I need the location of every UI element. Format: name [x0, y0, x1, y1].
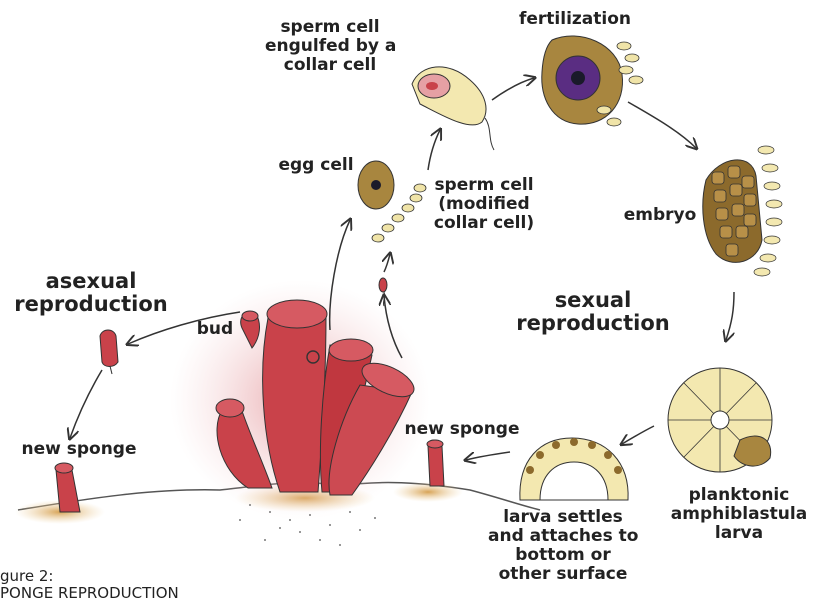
- settled-larva-shape: [520, 438, 628, 500]
- figure-caption: gure 2: PONGE REPRODUCTION: [0, 568, 179, 602]
- label-fertilization: fertilization: [510, 10, 640, 29]
- label-planktonic-larva: planktonic amphiblastula larva: [664, 486, 814, 543]
- label-sperm-engulfed: sperm cell engulfed by a collar cell: [265, 18, 395, 75]
- caption-line-1: gure 2:: [0, 568, 179, 585]
- adult-sponge: [170, 280, 430, 520]
- embryo-shape: [703, 146, 782, 276]
- label-larva-settles: larva settles and attaches to bottom or …: [488, 508, 638, 584]
- label-sexual-reproduction: sexual reproduction: [508, 289, 678, 335]
- single-sperm-cell: [379, 278, 387, 306]
- label-asexual-reproduction: asexual reproduction: [6, 270, 176, 316]
- amphiblastula-larva-shape: [668, 368, 772, 472]
- collar-cell-shape: [412, 67, 494, 150]
- caption-line-2: PONGE REPRODUCTION: [0, 585, 179, 602]
- label-new-sponge-left: new sponge: [4, 440, 154, 459]
- egg-cell-shape: [358, 161, 394, 209]
- label-sperm-cell: sperm cell (modified collar cell): [424, 176, 544, 233]
- label-bud: bud: [190, 320, 240, 339]
- new-sponge-right-shape: [427, 440, 444, 486]
- label-egg-cell: egg cell: [276, 156, 356, 175]
- label-embryo: embryo: [620, 206, 700, 225]
- label-new-sponge-right: new sponge: [392, 420, 532, 439]
- bud-released: [100, 330, 118, 374]
- fertilization-shape: [542, 36, 643, 126]
